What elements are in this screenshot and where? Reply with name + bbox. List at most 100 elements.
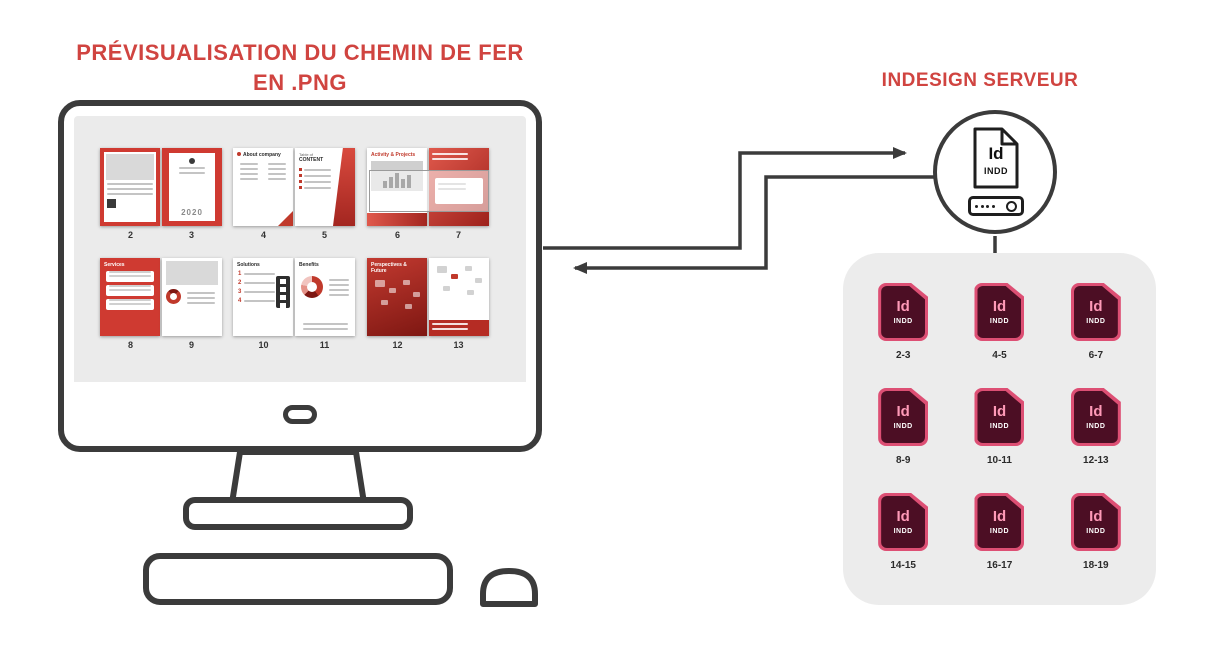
- file-outline: [973, 127, 1019, 189]
- contents-list: [295, 163, 355, 189]
- page-range-label: 4-5: [992, 350, 1007, 361]
- indd-file: Id INDD 16-17: [951, 493, 1047, 598]
- brochure-page: 2020: [162, 148, 222, 226]
- indd-ext-label: INDD: [893, 528, 913, 535]
- monitor-stand: [229, 449, 367, 506]
- brochure-spread: Services 8 9: [100, 258, 222, 350]
- indd-badge-icon: Id INDD: [974, 283, 1025, 341]
- page-number: 7: [455, 230, 461, 240]
- indd-ext-label: INDD: [1086, 318, 1106, 325]
- right-title: INDESIGN SERVEUR: [881, 70, 1079, 91]
- indd-ext-label: INDD: [989, 423, 1010, 430]
- indd-file-id-label: Id: [988, 144, 1004, 163]
- page-range-label: 10-11: [986, 455, 1012, 466]
- page-heading: CONTENT: [299, 157, 324, 163]
- monitor: 2020 2 3 About company: [58, 100, 542, 452]
- icon-strip: [276, 276, 290, 308]
- brochure-spread: Perspectives & Future 12 13: [367, 258, 489, 350]
- indd-file: Id INDD 14-15: [855, 493, 951, 598]
- text-lines-placeholder: [429, 148, 471, 160]
- brochure-page: [162, 258, 222, 336]
- page-heading: About company: [243, 152, 281, 158]
- indd-file: Id INDD 6-7: [1048, 283, 1144, 388]
- indd-file: Id INDD 2-3: [855, 283, 951, 388]
- monitor-base: [183, 497, 413, 530]
- numbered-step: 1: [233, 271, 293, 277]
- brochure-page: Services: [100, 258, 160, 336]
- indd-file: Id INDD 12-13: [1048, 388, 1144, 493]
- page-number: 2: [127, 230, 133, 240]
- page-heading: Activity & Projects: [371, 152, 416, 158]
- indesign-server-icon: Id INDD: [933, 110, 1057, 234]
- indd-ext-label: INDD: [893, 318, 913, 325]
- mouse: [480, 568, 538, 607]
- indd-file-ext-label: INDD: [984, 166, 1008, 176]
- indd-file: Id INDD 18-19: [1048, 493, 1144, 598]
- indd-ext-label: INDD: [989, 528, 1010, 535]
- red-band-accent: [429, 320, 489, 336]
- indd-badge-icon: Id INDD: [974, 493, 1025, 551]
- brochure-page: Benefits: [295, 258, 355, 336]
- indd-id-label: Id: [992, 508, 1007, 525]
- indd-badge-icon: Id INDD: [1070, 283, 1121, 341]
- indd-id-label: Id: [896, 403, 910, 420]
- brochure-spread: 2020 2 3: [100, 148, 222, 240]
- indd-file: Id INDD 8-9: [855, 388, 951, 493]
- indd-id-label: Id: [992, 403, 1007, 420]
- brochure-page: Perspectives & Future: [367, 258, 427, 336]
- brochure-page: Table of CONTENT: [295, 148, 355, 226]
- page-number: 9: [188, 340, 194, 350]
- brochure-page: [429, 258, 489, 336]
- server-drive-icon: [968, 196, 1024, 216]
- page-number: 8: [127, 340, 133, 350]
- page-heading: Services: [104, 262, 125, 268]
- left-title-line2: EN .PNG: [253, 69, 347, 95]
- indd-ext-label: INDD: [893, 423, 913, 430]
- indd-badge-icon: Id INDD: [1070, 388, 1121, 446]
- text-lines-placeholder: [237, 160, 261, 180]
- service-card: [106, 299, 154, 310]
- logo-dot: [189, 158, 195, 164]
- page-number: 5: [321, 230, 327, 240]
- step-number: 3: [238, 289, 242, 295]
- brochure-spread: About company Table of CONTENT: [233, 148, 355, 240]
- world-map-dots: [433, 264, 485, 316]
- brochure-spread: Solutions 1 2 3 4 Benefits: [233, 258, 355, 350]
- page-number: 10: [258, 340, 269, 350]
- page-number: 4: [260, 230, 266, 240]
- indd-id-label: Id: [896, 298, 910, 315]
- brochure-spread: Activity & Projects 6 7: [367, 148, 489, 240]
- indd-files-panel: Id INDD 2-3 Id INDD 4-5 Id INDD: [843, 253, 1156, 605]
- indd-id-label: Id: [896, 508, 910, 525]
- indd-badge-icon: Id INDD: [878, 493, 929, 551]
- text-lines-placeholder: [265, 160, 289, 180]
- keyboard: [143, 553, 453, 605]
- page-heading: Perspectives & Future: [371, 262, 407, 274]
- corner-accent: [278, 211, 293, 226]
- service-card: [106, 285, 154, 296]
- numbered-step: 4: [233, 298, 293, 304]
- indd-ext-label: INDD: [1086, 423, 1106, 430]
- logo-dot: [237, 152, 241, 156]
- text-lines-placeholder: [326, 276, 352, 296]
- donut-chart-icon: [166, 289, 181, 304]
- step-number: 4: [238, 298, 242, 304]
- step-number: 1: [238, 271, 242, 277]
- indd-id-label: Id: [1089, 298, 1103, 315]
- text-lines-placeholder: [184, 289, 218, 304]
- brochure-page: [100, 148, 160, 226]
- indd-file-icon: Id INDD: [971, 127, 1021, 189]
- indd-id-label: Id: [1089, 403, 1103, 420]
- indd-badge-icon: Id INDD: [1070, 493, 1121, 551]
- numbered-step: 3: [233, 289, 293, 295]
- indd-file: Id INDD 4-5: [951, 283, 1047, 388]
- qr-code-icon: [107, 199, 116, 208]
- left-title-line1: PRÉVISUALISATION DU CHEMIN DE FER: [76, 40, 524, 65]
- text-lines-placeholder: [104, 183, 156, 195]
- donut-chart-icon: [301, 276, 323, 298]
- step-number: 2: [238, 280, 242, 286]
- page-range-label: 2-3: [895, 350, 911, 361]
- service-card: [106, 271, 154, 282]
- page-range-label: 6-7: [1088, 350, 1104, 361]
